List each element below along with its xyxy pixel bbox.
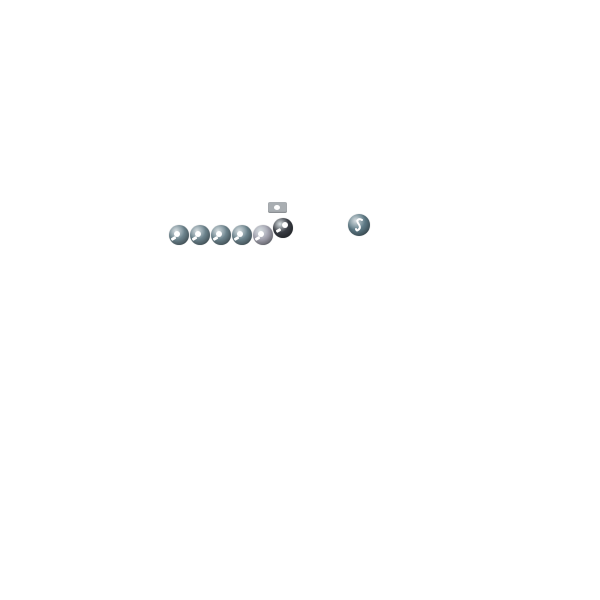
ball-highlight-icon [174, 231, 180, 237]
ball-highlight-icon [282, 222, 288, 228]
chain-ball-5[interactable] [253, 225, 273, 245]
ball-highlight-icon [237, 231, 243, 237]
chain-ball-2[interactable] [190, 225, 210, 245]
ball-highlight-icon [195, 231, 201, 237]
ball-notch-icon [212, 235, 219, 242]
ball-notch-icon [275, 227, 282, 234]
floating-tag [268, 202, 287, 213]
ball-highlight-icon [216, 231, 222, 237]
chain-ball-1[interactable] [169, 225, 189, 245]
s-mark-icon [355, 218, 363, 232]
ball-notch-icon [170, 235, 177, 242]
ball-notch-icon [233, 235, 240, 242]
ball-notch-icon [191, 235, 198, 242]
chain-ball-6-selected[interactable] [273, 218, 293, 238]
loose-ball[interactable] [348, 214, 370, 236]
ball-notch-icon [254, 235, 261, 242]
chain-ball-4[interactable] [232, 225, 252, 245]
chain-ball-3[interactable] [211, 225, 231, 245]
tag-dot-icon [274, 205, 280, 210]
ball-highlight-icon [258, 231, 264, 237]
